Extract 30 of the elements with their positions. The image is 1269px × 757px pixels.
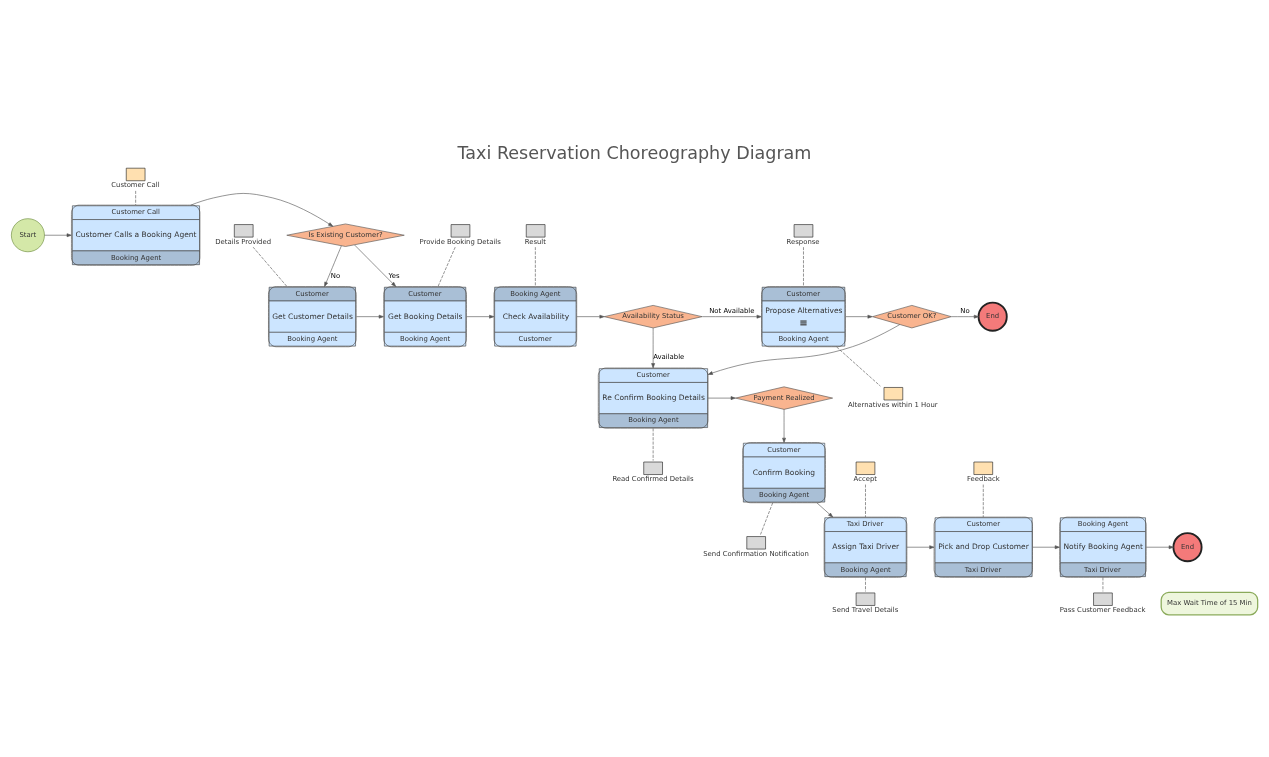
connector	[803, 246, 804, 287]
arrow	[324, 245, 342, 287]
arrow	[782, 408, 786, 443]
arrow	[354, 244, 397, 287]
connector	[135, 190, 136, 205]
diagram-title: Taxi Reservation Choreography Diagram	[457, 142, 812, 163]
connector	[437, 246, 456, 287]
arrow	[44, 232, 72, 237]
connector	[865, 576, 866, 592]
arrow	[707, 395, 736, 400]
connector	[982, 483, 984, 517]
connector	[535, 246, 536, 287]
arrow	[906, 544, 935, 549]
arrow	[190, 192, 334, 227]
arrow	[845, 314, 873, 318]
arrow	[1032, 544, 1060, 549]
arrow	[816, 502, 834, 517]
connector	[836, 346, 881, 386]
connector	[865, 483, 866, 517]
connector	[759, 502, 773, 535]
connector	[252, 246, 288, 287]
connector	[1102, 576, 1104, 592]
arrow	[466, 314, 495, 318]
arrow	[1145, 544, 1174, 549]
arrow	[356, 314, 384, 318]
arrow	[701, 314, 762, 318]
connector	[652, 427, 654, 461]
arrow	[951, 314, 979, 318]
arrow	[651, 327, 655, 368]
arrow	[576, 314, 605, 318]
